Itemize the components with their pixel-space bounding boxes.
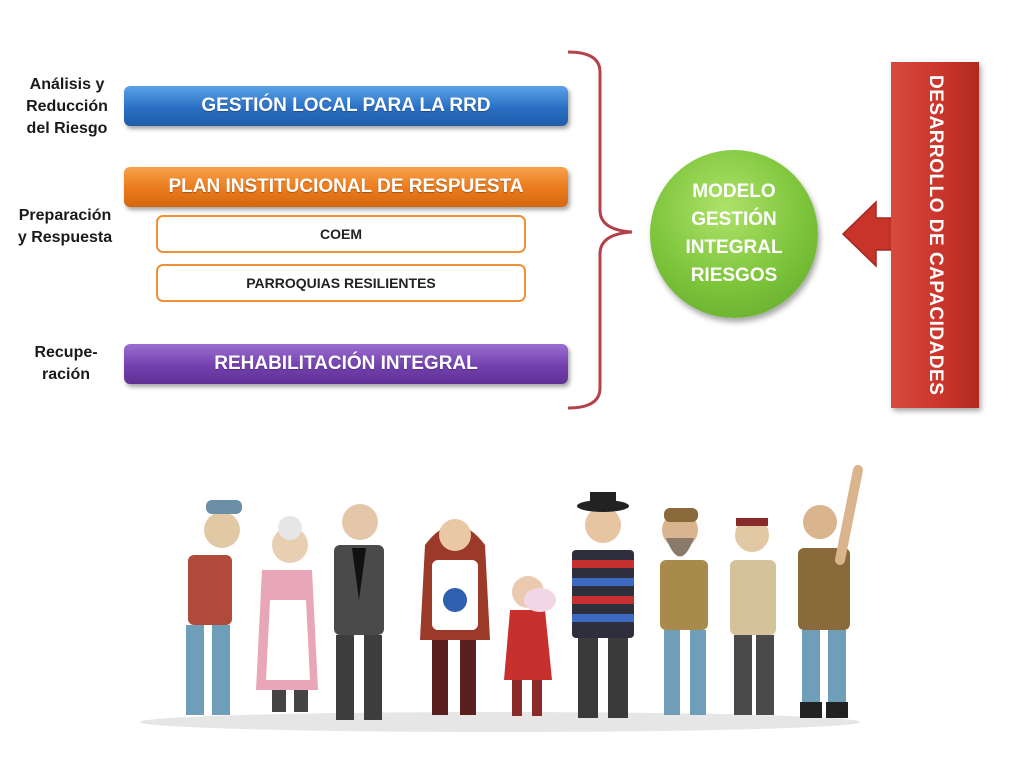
desarrollo-capacidades-label: DESARROLLO DE CAPACIDADES: [925, 74, 946, 396]
plan-institucional-bar: PLAN INSTITUCIONAL DE RESPUESTA: [124, 167, 568, 207]
group-of-people-illustration: [140, 465, 863, 732]
left-arrow-icon: [841, 200, 897, 268]
rehabilitacion-bar: REHABILITACIÓN INTEGRAL: [124, 344, 568, 384]
person-5: [504, 576, 556, 716]
desarrollo-capacidades-bar: DESARROLLO DE CAPACIDADES: [891, 62, 979, 408]
curly-bracket: [567, 50, 633, 410]
person-7: [660, 508, 708, 715]
person-6: [572, 492, 634, 718]
gestion-local-bar: GESTIÓN LOCAL PARA LA RRD: [124, 86, 568, 126]
stage-label-analisis: Análisis y Reducción del Riesgo: [26, 76, 108, 137]
stage-label-recuperacion: Recupe- ración: [34, 344, 98, 383]
coem-box: COEM: [156, 215, 526, 253]
modelo-gestion-circle: MODELO GESTIÓN INTEGRAL RIESGOS: [650, 150, 818, 318]
stage-label-preparacion: Preparación y Respuesta: [17, 207, 113, 246]
person-8: [730, 518, 776, 715]
person-2: [256, 516, 318, 712]
person-4: [420, 519, 490, 715]
person-3: [334, 504, 384, 720]
person-1: [186, 500, 242, 715]
person-9: [798, 465, 863, 718]
parroquias-resilientes-box: PARROQUIAS RESILIENTES: [156, 264, 526, 302]
